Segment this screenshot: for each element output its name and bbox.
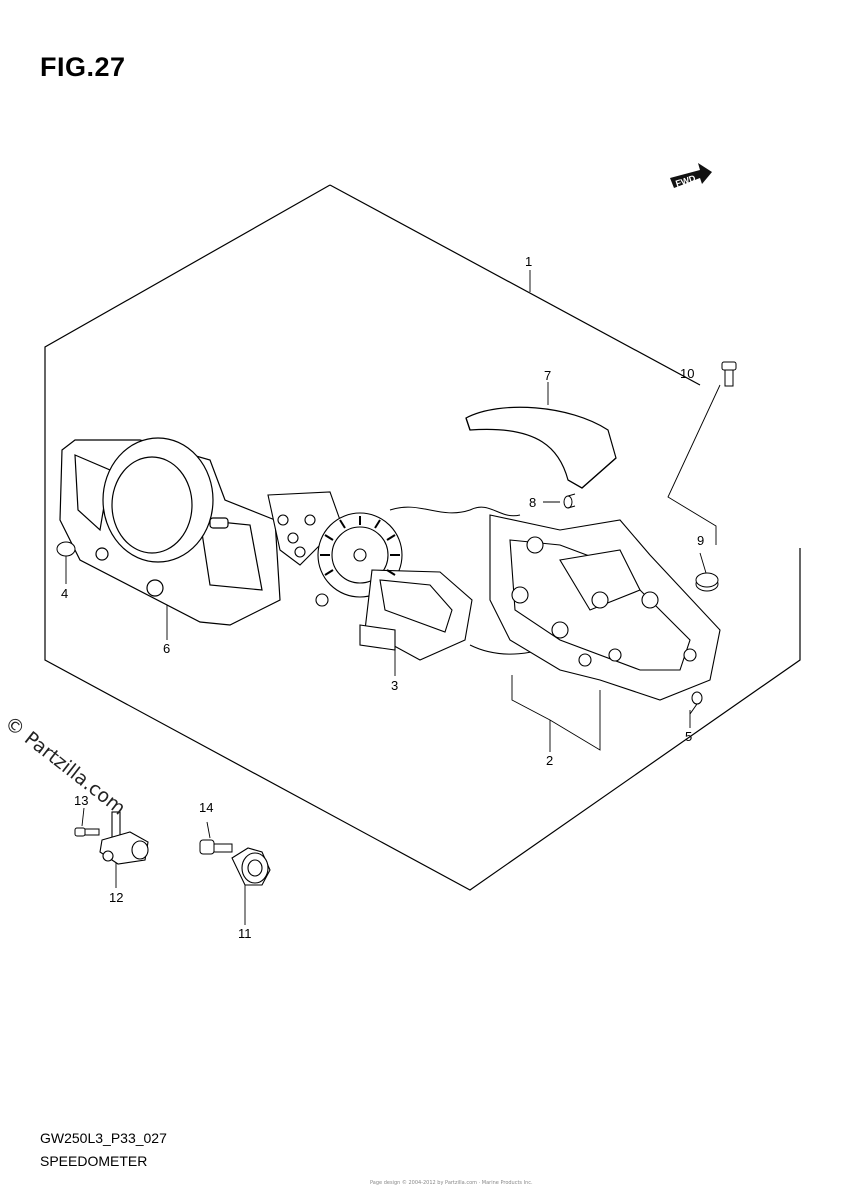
bolt-10-icon (721, 361, 737, 387)
dial-ticks (320, 516, 400, 576)
callout-2: 2 (546, 753, 553, 768)
callout-3: 3 (391, 678, 398, 693)
callout-4: 4 (61, 586, 68, 601)
meter-case-lower-part (489, 514, 721, 701)
cushion-4-icon (56, 541, 76, 557)
callout-7: 7 (544, 368, 551, 383)
callout-14: 14 (199, 800, 213, 815)
assembly-boundary-line-top-right (329, 184, 701, 386)
meter-case-upper-part (59, 437, 281, 626)
callout-9: 9 (697, 533, 704, 548)
callout-5: 5 (685, 729, 692, 744)
fwd-arrow-icon: FWD (670, 163, 712, 189)
meter-visor-part (465, 406, 617, 489)
diagram-name: SPEEDOMETER (40, 1153, 148, 1169)
callout-12: 12 (109, 890, 123, 905)
assembly-boundary-line (44, 184, 801, 891)
callout-13: 13 (74, 793, 88, 808)
screw-8-icon (563, 493, 576, 509)
rotor-11-part (231, 847, 271, 886)
screw-5-icon (689, 691, 703, 715)
callout-6: 6 (163, 641, 170, 656)
grommet-9-icon (695, 572, 719, 592)
callout-11: 11 (238, 926, 252, 941)
sensor-12-part (99, 811, 149, 865)
bolt-13-icon (74, 827, 100, 837)
fwd-label: FWD (674, 173, 697, 189)
bolt-14-icon (199, 839, 233, 855)
meter-body-part (267, 491, 473, 661)
callout-1: 1 (525, 254, 532, 269)
page-credit: Page design © 2004-2012 by Partzilla.com… (370, 1180, 533, 1186)
callout-10: 10 (680, 366, 694, 381)
figure-title: FIG.27 (40, 52, 126, 82)
callout-8: 8 (529, 495, 536, 510)
callout-labels: 1 2 3 4 5 6 7 8 9 10 11 12 13 14 (61, 254, 704, 941)
diagram-code: GW250L3_P33_027 (40, 1130, 167, 1146)
